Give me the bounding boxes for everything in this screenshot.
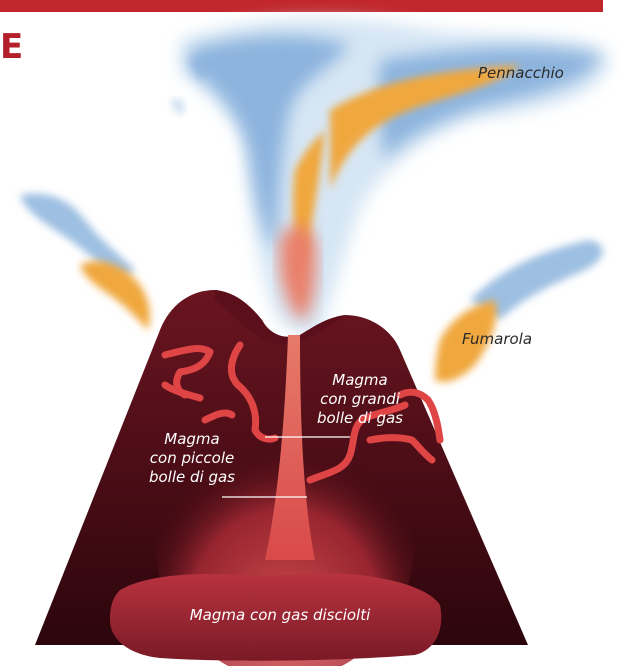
- label-large-bubbles-line1: Magma: [332, 371, 388, 389]
- label-plume: Pennacchio: [478, 64, 564, 82]
- label-large-bubbles: Magma con grandi bolle di gas: [305, 371, 415, 428]
- dikes-left: [161, 341, 279, 443]
- label-small-bubbles-line2: con piccole: [149, 449, 235, 467]
- fumarole-right: [435, 240, 603, 382]
- label-dissolved-gas: Magma con gas disciolti: [189, 606, 371, 624]
- label-large-bubbles-line2: con grandi: [320, 390, 400, 408]
- magma-chamber: [110, 573, 442, 661]
- label-small-bubbles: Magma con piccole bolle di gas: [127, 430, 257, 487]
- label-small-bubbles-line1: Magma: [164, 430, 220, 448]
- label-small-bubbles-line3: bolle di gas: [148, 468, 235, 486]
- label-fumarole: Fumarola: [462, 330, 533, 348]
- plume: [170, 19, 610, 334]
- cropped-heading-letter: E: [0, 27, 24, 67]
- leader-lines: [222, 436, 350, 498]
- top-accent-bar: [0, 0, 603, 12]
- central-conduit: [265, 335, 315, 560]
- crater-rim: [215, 290, 345, 345]
- label-large-bubbles-line3: bolle di gas: [316, 409, 403, 427]
- fumarole-left: [20, 193, 150, 330]
- dikes-right: [306, 388, 444, 484]
